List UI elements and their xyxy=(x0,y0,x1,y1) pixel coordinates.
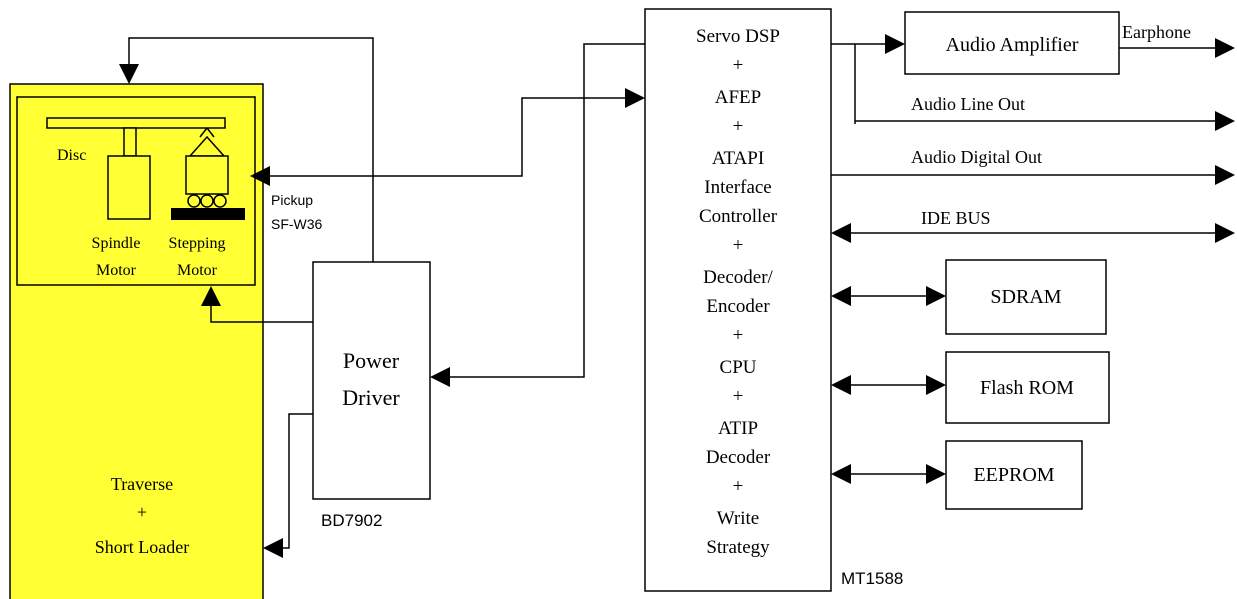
servo-power-line xyxy=(430,43,645,387)
spindle-label-1: Spindle xyxy=(92,235,141,252)
mt1588-box xyxy=(644,8,832,592)
power-driver-label-2: Driver xyxy=(342,385,400,410)
stepping-label-2: Motor xyxy=(177,262,218,279)
mt1588-line: Controller xyxy=(699,206,778,227)
mt1588-line: + xyxy=(733,55,744,76)
spindle-label-2: Motor xyxy=(96,262,137,279)
sdram-box xyxy=(945,259,1107,335)
stepping-drive-line xyxy=(201,286,313,323)
audio-digital-out-label: Audio Digital Out xyxy=(911,147,1042,167)
audio-amplifier-label: Audio Amplifier xyxy=(946,34,1079,56)
power-driver-box xyxy=(312,261,431,500)
traverse-label-1: Traverse xyxy=(111,474,173,494)
spindle-motor-shape xyxy=(107,155,151,220)
traverse-label-plus: + xyxy=(137,502,147,522)
stepping-motor-shape xyxy=(185,155,229,195)
mt1588-line: ATIP xyxy=(718,418,758,439)
mt1588-line: + xyxy=(733,235,744,256)
disc-shape xyxy=(46,117,226,129)
earphone-label: Earphone xyxy=(1122,22,1191,42)
mt1588-line: Decoder/ xyxy=(703,267,773,288)
eeprom-label: EEPROM xyxy=(973,464,1054,486)
mt1588-line: Write xyxy=(717,508,760,529)
mt1588-line: ATAPI xyxy=(712,148,764,169)
disc-label: Disc xyxy=(57,147,86,164)
mt1588-line: Strategy xyxy=(706,537,770,558)
mt1588-line: Interface xyxy=(704,177,772,198)
traverse-label-2: Short Loader xyxy=(95,537,189,557)
pickup-afep-line xyxy=(250,88,645,186)
loader-drive-line xyxy=(263,413,313,558)
mt1588-line: Servo DSP xyxy=(696,26,780,47)
stepping-label-1: Stepping xyxy=(169,235,226,252)
spindle-shaft xyxy=(123,127,137,157)
flash-rom-label: Flash ROM xyxy=(980,377,1074,399)
power-driver-part-number: BD7902 xyxy=(321,511,382,530)
audio-line-out-label: Audio Line Out xyxy=(911,94,1025,114)
mt1588-line: + xyxy=(733,386,744,407)
audio-amplifier-box xyxy=(904,11,1120,75)
mt1588-part-number: MT1588 xyxy=(841,569,903,588)
power-driver-label-1: Power xyxy=(343,348,400,373)
mt1588-line: AFEP xyxy=(715,87,761,108)
sdram-label: SDRAM xyxy=(990,286,1061,308)
mt1588-line: Decoder xyxy=(706,447,771,468)
mt1588-line: Encoder xyxy=(706,296,770,317)
ide-bus-label: IDE BUS xyxy=(921,208,991,228)
eeprom-box xyxy=(945,440,1083,510)
stepping-rail-shape xyxy=(171,208,245,220)
pickup-label-2: SF-W36 xyxy=(271,216,323,232)
flash-rom-box xyxy=(945,351,1110,424)
mt1588-line: + xyxy=(733,325,744,346)
mt1588-line: + xyxy=(733,116,744,137)
mt1588-line: CPU xyxy=(720,357,757,378)
pickup-label-1: Pickup xyxy=(271,192,313,208)
mt1588-line: + xyxy=(733,476,744,497)
